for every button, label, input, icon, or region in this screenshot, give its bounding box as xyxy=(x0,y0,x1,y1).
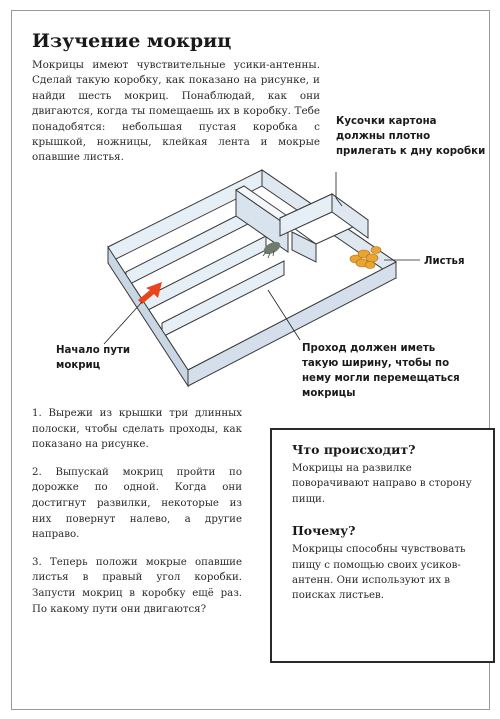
right-compartment xyxy=(279,193,369,263)
label-start: Начало пути мокриц xyxy=(56,345,130,371)
step-3: 3. Теперь положи мокрые опавшие листья в… xyxy=(32,556,242,615)
intro-paragraph: Мокрицы имеют чувствительные усики-антен… xyxy=(32,59,320,164)
why-text: Мокрицы способны чувствовать пищу с помо… xyxy=(292,544,466,602)
page-title: Изучение мокриц xyxy=(32,30,232,52)
why-heading: Почему? xyxy=(292,523,356,539)
what-text: Мокрицы на развилке поворачивают направо… xyxy=(292,463,472,505)
front-left-wall xyxy=(107,245,189,388)
qa-box: Что происходит? Мокрицы на развилке пово… xyxy=(270,428,495,663)
label-cardboard: Кусочки картона должны плотно прилегать … xyxy=(336,116,486,157)
leaves-icon xyxy=(349,246,382,269)
woodlouse-icon xyxy=(262,241,281,259)
what-heading: Что происходит? xyxy=(292,442,416,457)
label-leaves: Листья xyxy=(424,256,465,267)
corridor-strips xyxy=(125,209,285,338)
step-1: 1. Вырежи из крышки три длинных полоски,… xyxy=(32,408,242,451)
step-2: 2. Выпускай мокриц пройти по дорожке по … xyxy=(32,466,242,541)
start-arrow xyxy=(138,282,162,304)
steps-list: 1. Вырежи из крышки три длинных полоски,… xyxy=(32,406,242,629)
label-passage: Проход должен иметь такую ширину, чтобы … xyxy=(302,343,460,399)
leader-lines xyxy=(103,172,420,345)
